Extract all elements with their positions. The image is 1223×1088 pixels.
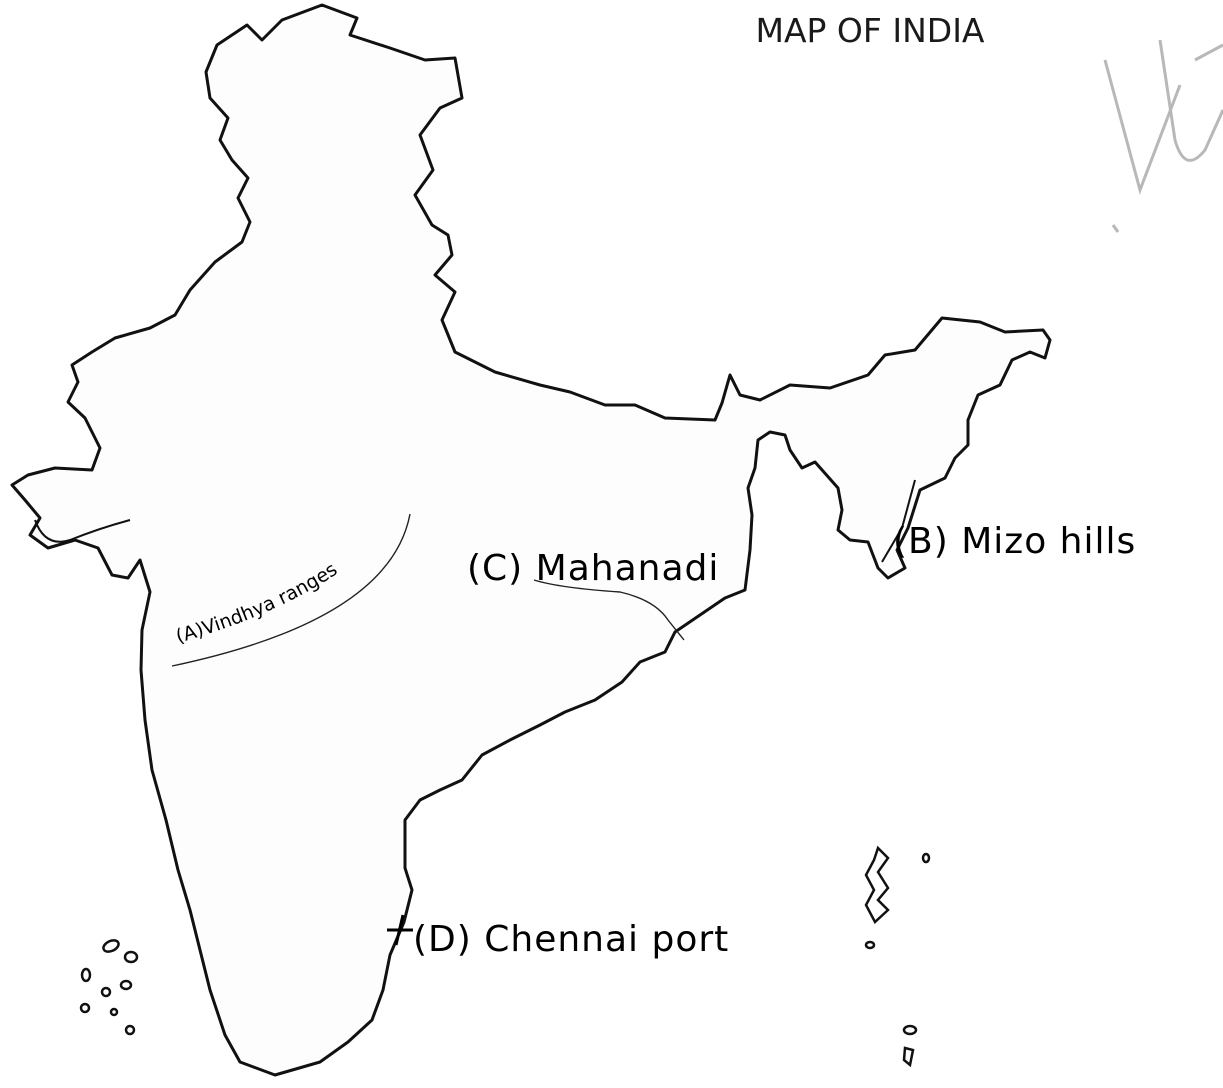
chennai-port-label: (D) Chennai port <box>413 919 729 960</box>
mahanadi-label: (C) Mahanadi <box>467 548 719 589</box>
vindhya-range-arc <box>171 513 411 667</box>
andaman-nicobar-islands <box>864 845 931 1068</box>
india-mainland <box>10 3 1052 1077</box>
lakshadweep-islands <box>79 939 139 1036</box>
mahanadi-river-line <box>533 579 685 641</box>
mizo-hills-line <box>881 479 916 563</box>
chennai-port-marker <box>387 914 413 946</box>
mizo-hills-label: (B) Mizo hills <box>893 521 1136 562</box>
gulf-of-kutch <box>34 519 131 543</box>
map-title: MAP OF INDIA <box>755 11 984 50</box>
watermark <box>1103 39 1223 233</box>
